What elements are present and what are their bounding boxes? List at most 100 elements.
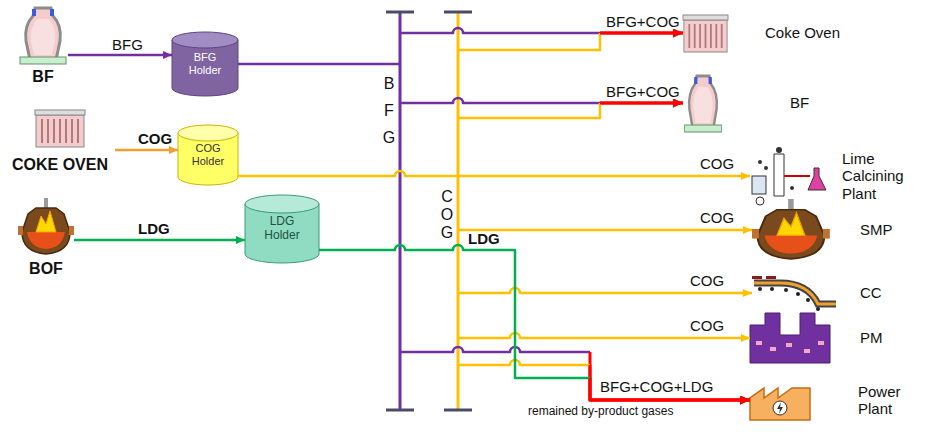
consumer-unit: Lime Calcining Plant xyxy=(750,146,918,206)
node-label: BF xyxy=(790,94,809,111)
icon-space xyxy=(752,199,830,261)
gas-pipe xyxy=(458,230,752,231)
pipe-segment xyxy=(590,352,750,400)
icon-space xyxy=(35,108,85,148)
node-label: Power Plant xyxy=(858,383,910,418)
coke-oven-icon xyxy=(683,15,728,52)
coke-oven-icon xyxy=(35,110,85,147)
pipe-segment xyxy=(590,365,750,400)
pipe-segment xyxy=(600,32,683,35)
consumer-unit: SMP xyxy=(752,199,893,261)
gas-holder-cylinder xyxy=(245,195,319,263)
pipe-segment xyxy=(600,102,683,105)
icon-space xyxy=(750,146,832,206)
gas-pipe xyxy=(115,150,178,151)
pipe-label: BFG+COG+LDG xyxy=(600,378,713,395)
consumer-unit: CC xyxy=(752,276,882,310)
source-unit: COKE OVEN xyxy=(5,108,115,174)
node-label: C O G xyxy=(440,188,454,242)
gas-holder-cylinder xyxy=(172,32,238,96)
pipe-segment xyxy=(600,32,683,35)
pipe-segment xyxy=(68,54,172,57)
node-label: COG Holder xyxy=(184,142,232,167)
pipe-segment xyxy=(319,245,590,378)
header-bus xyxy=(386,12,414,410)
caster-icon xyxy=(752,276,836,311)
node-label: CC xyxy=(860,284,882,301)
icon-space xyxy=(18,5,68,65)
gas-pipe xyxy=(458,176,750,177)
gas-pipe xyxy=(238,171,458,176)
mill-icon xyxy=(750,313,830,363)
gas-pipe xyxy=(74,240,245,241)
consumer-unit: Coke Oven xyxy=(683,13,840,53)
gas-pipe xyxy=(238,64,400,65)
blast-furnace-icon xyxy=(685,76,722,132)
node-label: LDG Holder xyxy=(254,215,310,243)
source-unit: BF xyxy=(18,5,68,86)
gas-holder: BFG Holder xyxy=(172,32,238,96)
pipe-segment xyxy=(238,63,400,66)
pipe-label: COG xyxy=(700,155,734,172)
icon-space xyxy=(683,73,723,133)
gas-pipe xyxy=(458,33,683,50)
node-label: BFG Holder xyxy=(179,51,231,76)
node-label: Coke Oven xyxy=(765,24,840,41)
power-plant-icon xyxy=(750,388,810,420)
pipe-label: BFG xyxy=(112,36,143,53)
consumer-unit: BF xyxy=(683,73,809,133)
consumer-unit: Power Plant xyxy=(750,380,910,420)
gas-pipe xyxy=(400,347,750,400)
gas-holder-cylinder xyxy=(178,125,238,185)
pipe-segment xyxy=(400,98,600,103)
node-label: Lime Calcining Plant xyxy=(842,150,918,202)
icon-space xyxy=(18,198,74,256)
gas-pipe xyxy=(458,103,683,118)
pipe-segment xyxy=(115,149,178,152)
icon-space xyxy=(683,13,728,53)
pipe-segment xyxy=(238,171,458,176)
source-unit: BOF xyxy=(18,198,74,278)
pipe-segment xyxy=(458,103,600,118)
pipe-label: COG xyxy=(138,130,172,147)
blast-furnace-icon xyxy=(20,8,66,64)
lime-plant-icon xyxy=(752,147,826,205)
gas-header: C O G xyxy=(438,8,468,414)
gas-pipe xyxy=(319,245,750,400)
pipe-segment xyxy=(74,239,245,242)
note-label: remained by-product gases xyxy=(528,405,673,419)
pipe-segment xyxy=(458,360,590,365)
pipe-segment xyxy=(600,102,683,105)
node-label: BF xyxy=(32,68,53,86)
icon-space xyxy=(750,313,830,363)
pipe-segment xyxy=(458,229,752,232)
pipe-label: COG xyxy=(700,209,734,226)
gas-holder: LDG Holder xyxy=(245,195,319,263)
icon-space xyxy=(752,276,836,310)
pipe-label: LDG xyxy=(138,220,170,237)
pipe-label: COG xyxy=(690,317,724,334)
node-label: PM xyxy=(860,329,883,346)
gas-header: B F G xyxy=(380,8,410,414)
gas-pipe xyxy=(68,55,172,56)
node-label: BOF xyxy=(29,260,63,278)
pipe-segment xyxy=(458,175,750,178)
consumer-unit: PM xyxy=(750,313,883,363)
pipe-label: COG xyxy=(690,272,724,289)
pipe-segment xyxy=(400,347,590,352)
pipe-label: LDG xyxy=(468,230,500,247)
converter-icon xyxy=(18,198,74,254)
node-label: SMP xyxy=(860,221,893,238)
gas-holder: COG Holder xyxy=(178,125,238,185)
node-label: B F G xyxy=(382,70,396,151)
node-label: COKE OVEN xyxy=(12,156,108,174)
pipe-label: BFG+COG xyxy=(606,13,680,30)
pipe-segment xyxy=(400,28,600,33)
converter-icon xyxy=(752,199,830,259)
pipe-segment xyxy=(590,378,750,400)
gas-pipe xyxy=(458,360,750,400)
icon-space xyxy=(750,380,810,420)
pipe-label: BFG+COG xyxy=(606,83,680,100)
pipe-segment xyxy=(458,33,600,50)
